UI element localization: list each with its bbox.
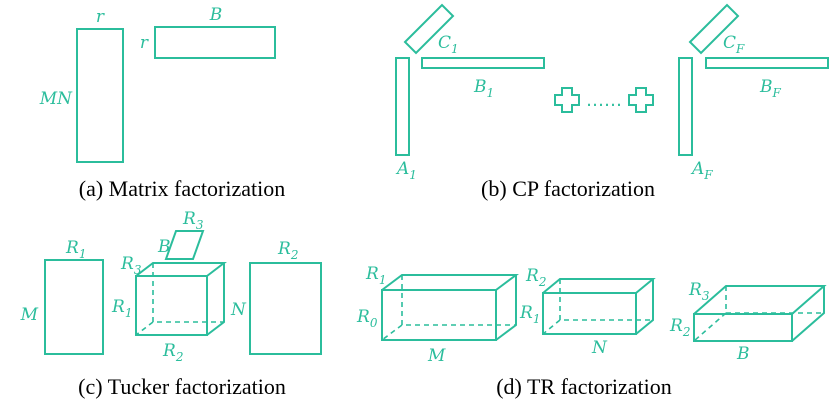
right-matrix-height-label: r — [140, 33, 149, 53]
left-factor-matrix — [76, 28, 124, 163]
cp-a1-vector — [395, 57, 410, 156]
tr-core-2-hidden-edge — [542, 319, 561, 335]
core-front-face — [135, 275, 208, 336]
tr-core-1-top-label: R1 — [365, 264, 386, 287]
core-top-face — [135, 262, 227, 277]
cp-bf-vector — [705, 57, 829, 69]
tr-core-2-top-face — [542, 278, 656, 294]
plus-icon — [554, 87, 580, 113]
tucker-r3-top-label: R3 — [182, 209, 204, 232]
tr-core-2-left-label: R1 — [519, 303, 540, 326]
caption-matrix-factorization: (a) Matrix factorization — [79, 176, 285, 201]
cp-cf-label: CF — [723, 33, 745, 56]
caption-tr-factorization: (d) TR factorization — [496, 374, 672, 399]
cp-af-label: AF — [690, 159, 713, 182]
cp-cf-vector — [688, 3, 740, 55]
tr-core-1-hidden-edges — [401, 275, 516, 326]
tucker-b-factor — [164, 230, 205, 260]
tr-core-1-left-label: R0 — [356, 307, 378, 330]
tr-core-1-side-face — [495, 275, 517, 341]
caption-cp-factorization: (b) CP factorization — [481, 176, 655, 201]
tucker-r3-left-label: R3 — [120, 254, 142, 277]
tr-core-3-bottom-label: B — [736, 344, 750, 364]
tucker-core-tensor — [135, 262, 227, 336]
tr-core-3-left-label: R2 — [669, 316, 690, 339]
plus-icon — [628, 87, 654, 113]
caption-tucker-factorization: (c) Tucker factorization — [78, 374, 286, 399]
tr-core-2 — [542, 278, 656, 335]
tr-core-3-front-face — [693, 313, 793, 342]
cp-af-vector — [678, 57, 693, 156]
tr-factorization-panel: R1 R0 M R2 R1 N R3 R2 B (d) TR factoriza… — [356, 264, 827, 399]
tr-core-3-top-label: R3 — [688, 280, 710, 303]
cp-bf-label: BF — [759, 77, 782, 100]
tr-core-2-bottom-label: N — [591, 338, 608, 358]
tr-core-1-hidden-edge — [381, 324, 403, 341]
cp-b1-vector — [421, 57, 545, 69]
tr-core-1-top-face — [381, 274, 519, 291]
tucker-r1-label: R1 — [111, 297, 132, 320]
tr-core-1 — [381, 274, 519, 341]
tr-core-2-hidden-edges — [559, 279, 653, 321]
cp-b1-label: B1 — [473, 77, 494, 100]
right-factor-matrix — [154, 26, 276, 59]
cp-c1-label: C1 — [438, 33, 459, 56]
left-matrix-height-label: MN — [39, 89, 73, 109]
tr-core-3-top-face — [693, 285, 827, 315]
tucker-factorization-panel: R1 M B R3 R3 R1 R2 N R2 (c) Tucker facto… — [20, 209, 322, 399]
tr-core-2-top-label: R2 — [525, 266, 546, 289]
tr-core-3 — [693, 285, 827, 342]
tucker-right-top-label: R2 — [277, 239, 298, 262]
tucker-left-factor-matrix — [44, 259, 104, 355]
cp-c1-vector — [403, 3, 455, 55]
matrix-factorization-panel: r MN B r (a) Matrix factorization — [39, 5, 286, 201]
tr-core-1-front-face — [381, 289, 497, 341]
tucker-right-factor-matrix — [249, 262, 322, 355]
tucker-left-top-label: R1 — [65, 238, 86, 261]
left-matrix-width-label: r — [96, 7, 105, 27]
core-hidden-edge — [135, 321, 154, 336]
cp-a1-label: A1 — [395, 159, 417, 182]
tr-core-3-side-face — [791, 286, 825, 342]
right-matrix-width-label: B — [209, 5, 223, 25]
tucker-b-label: B — [157, 237, 171, 257]
tr-core-2-front-face — [542, 292, 637, 335]
tr-core-1-bottom-label: M — [427, 346, 446, 366]
tucker-r2-label: R2 — [162, 341, 183, 364]
tr-core-2-side-face — [635, 279, 654, 335]
tucker-left-side-label: M — [20, 305, 39, 325]
cp-ellipsis: …… — [586, 90, 622, 111]
tr-core-3-hidden-edge — [693, 312, 727, 342]
cp-factorization-panel: C1 B1 A1 …… CF BF AF (b) CP factorizatio… — [395, 3, 829, 201]
tucker-n-label: N — [230, 300, 247, 320]
